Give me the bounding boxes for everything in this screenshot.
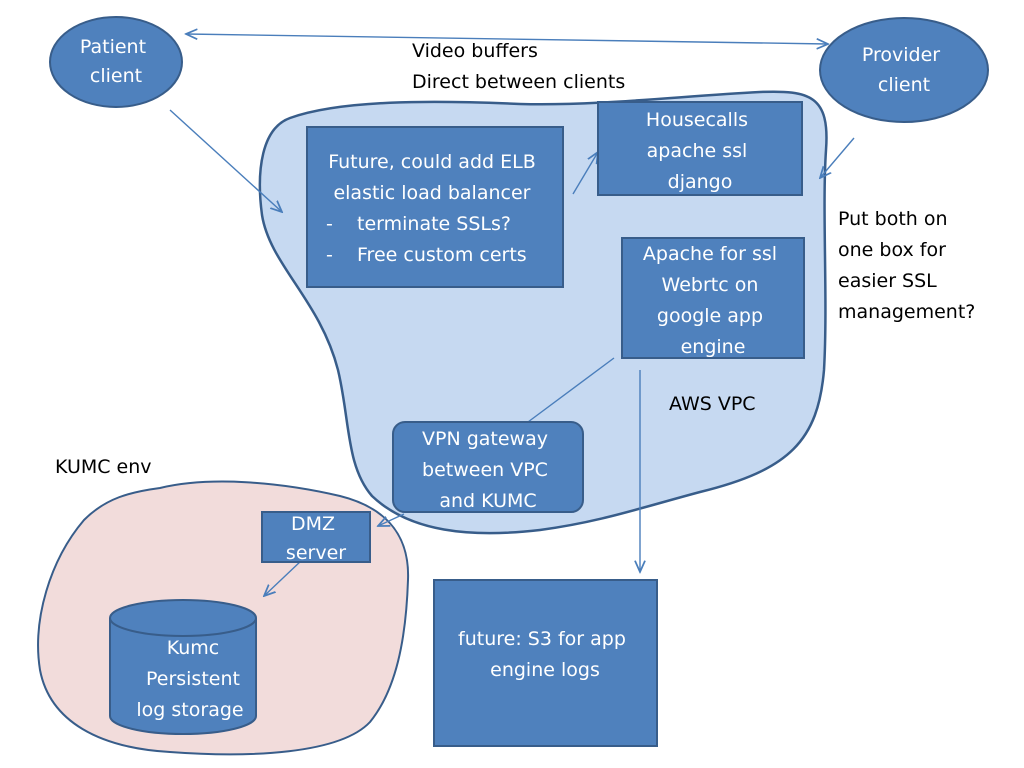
s3-box (433, 579, 658, 747)
vpn-gateway-label: VPN gateway between VPC and KUMC (422, 428, 554, 512)
apache-to-vpn-line (527, 357, 615, 423)
dmz-server-label: DMZ server (286, 513, 346, 564)
provider-client-node (819, 17, 989, 123)
elb-to-housecalls-arrow (572, 152, 598, 195)
housecalls-box-label: Housecalls apache ssl django (646, 109, 754, 193)
vpn-gateway-box (392, 421, 584, 513)
s3-box-label: future: S3 for app engine logs (458, 628, 632, 681)
apache-box-label: Apache for ssl Webrtc on google app engi… (643, 243, 783, 358)
kumc-storage-label: Kumc Persistent log storage (136, 637, 246, 721)
patient-client-node (49, 16, 183, 108)
provider-client-label: Provider client (862, 44, 946, 96)
vpn-to-dmz-arrow (378, 513, 405, 526)
elb-box (306, 126, 564, 288)
apache-box (621, 237, 805, 359)
kumc-storage-cylinder (109, 599, 257, 735)
patient-client-label: Patient client (80, 36, 152, 87)
dmz-to-storage-arrow (264, 559, 303, 596)
kumc-env-label: KUMC env (55, 456, 152, 478)
housecalls-box (597, 101, 803, 196)
ssl-note-label: Put both on one box for easier SSL manag… (838, 208, 975, 323)
elb-box-label: Future, could add ELB elastic load balan… (326, 151, 542, 266)
provider-to-vpc-arrow (820, 137, 855, 178)
dmz-server-box (261, 511, 371, 563)
video-buffers-label: Video buffers Direct between clients (412, 40, 625, 93)
video-buffers-arrow (186, 34, 828, 44)
patient-to-vpc-arrow (169, 109, 282, 212)
aws-vpc-label: AWS VPC (669, 393, 756, 415)
